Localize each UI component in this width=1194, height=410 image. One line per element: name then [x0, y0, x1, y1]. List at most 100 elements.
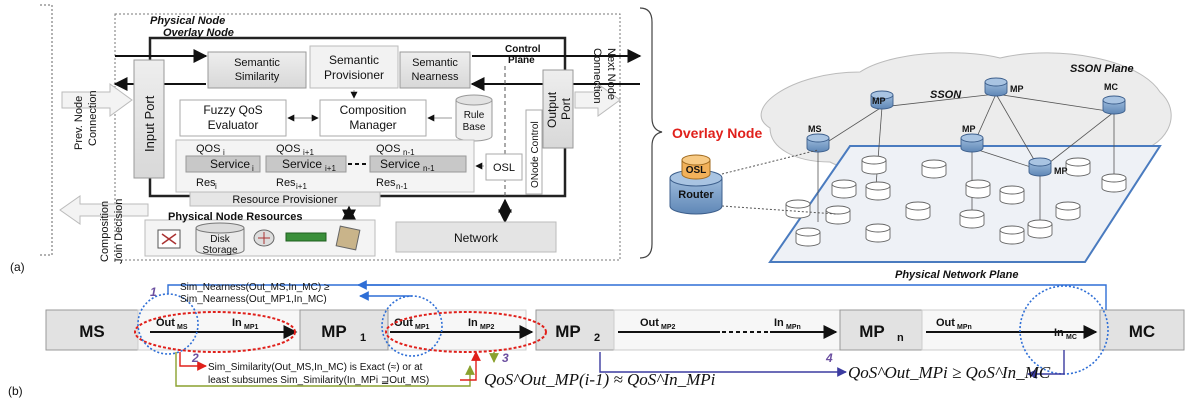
- fuzzy-qos-box: [179, 99, 287, 137]
- red-ellipse-mp1-mp2: [385, 311, 547, 353]
- service-i1-qos: QOS: [276, 143, 300, 155]
- phys-router: [1055, 201, 1081, 221]
- onode-control-box: [525, 109, 543, 195]
- callout-line-bottom: [721, 205, 837, 215]
- phys-router: [795, 227, 821, 247]
- node-label-mc: MC: [1104, 82, 1118, 92]
- label-b: (b): [8, 384, 23, 398]
- similarity-line-green: [175, 352, 475, 387]
- qos4-line-a: [599, 352, 847, 377]
- node-label-mp-4: MP: [1054, 166, 1068, 176]
- mp2-sub: 2: [594, 332, 600, 344]
- ms-label: MS: [79, 322, 105, 341]
- semantic-nearness-l1: Semantic: [412, 57, 458, 69]
- osl-label: OSL: [493, 162, 515, 174]
- phys-router: [1101, 173, 1127, 193]
- overlay-node-mp-4: [1028, 157, 1052, 177]
- network-panel: SSON Plane SSON Physical Network Plane: [669, 52, 1172, 281]
- similarity-line-red-b: [460, 351, 481, 381]
- service-i1-res: Res: [276, 177, 296, 189]
- semantic-provisioner-box: [309, 45, 399, 89]
- rule-base-l1: Rule: [464, 110, 485, 121]
- segment-mpn-mc: [921, 309, 1101, 351]
- phys-router: [965, 179, 991, 199]
- osl-box: [485, 153, 523, 181]
- similarity-line1: Sim_Similarity(Out_MS,In_MC) is Exact (≈…: [208, 362, 423, 373]
- phys-router: [831, 179, 857, 199]
- composition-manager-l2: Manager: [349, 118, 396, 132]
- mpn-sub: n: [897, 332, 904, 344]
- step-3: 3: [502, 351, 509, 365]
- mc-box: [1099, 309, 1185, 351]
- node-label-mp-2: MP: [1010, 84, 1024, 94]
- service-i-res-sub: i: [215, 182, 217, 191]
- router-icon-mark: [258, 232, 270, 244]
- overlay-node-mp-1: [870, 90, 894, 110]
- out-mp1: Out: [394, 317, 413, 329]
- service-i1-name: Service: [282, 157, 322, 171]
- step-1: 1: [150, 285, 157, 299]
- resource-provisioner-box: [189, 191, 381, 207]
- out-ms: Out: [156, 317, 175, 329]
- out-mpn-sub: MPn: [957, 324, 972, 331]
- semantic-provisioner-l1: Semantic: [329, 53, 379, 67]
- phys-router: [865, 223, 891, 243]
- overlay-node-ms: [806, 133, 830, 153]
- phys-router: [905, 201, 931, 221]
- nearness-line: [167, 284, 1107, 310]
- fuzzy-qos-l2: Evaluator: [208, 118, 259, 132]
- similarity-line-red-a: [179, 352, 207, 371]
- physical-resources-title: Physical Node Resources: [168, 211, 303, 223]
- semantic-nearness-box: [399, 51, 471, 89]
- sson-plane-label: SSON Plane: [1070, 63, 1134, 75]
- in-mc: In: [1054, 327, 1064, 339]
- red-ellipse-ms-mp1: [134, 311, 296, 353]
- service-n1-name: Service: [380, 157, 420, 171]
- cpu-icon-mark: [161, 233, 177, 245]
- node-label-ms: MS: [808, 124, 822, 134]
- out-mp2-sub: MP2: [661, 324, 676, 331]
- control-plane-l1: Control: [505, 44, 541, 55]
- output-port-l1: Output: [545, 91, 559, 128]
- mp1-label: MP: [321, 322, 347, 341]
- in-mc-sub: MC: [1066, 334, 1077, 341]
- semantic-similarity-box: [207, 51, 307, 89]
- segment-mp2-mpn: [613, 309, 841, 351]
- out-mp2: Out: [640, 317, 659, 329]
- in-mp1-sub: MP1: [244, 324, 259, 331]
- part-a: (a) Physical Node Overlay Node Semantic …: [10, 4, 663, 274]
- input-port-box: [133, 59, 165, 179]
- service-i-qos-sub: i: [223, 148, 225, 157]
- qos3-formula: QoS^Out_MP(i-1) ≈ QoS^In_MPi: [484, 370, 716, 389]
- prev-node-arrow: [61, 83, 133, 117]
- node-label-mp-3: MP: [962, 124, 976, 134]
- physical-node-box: [114, 13, 621, 261]
- semantic-nearness-l2: Nearness: [411, 71, 459, 83]
- overlay-node-mc: [1102, 95, 1126, 115]
- similarity-line2: least subsumes Sim_Similarity(In_MPi ⊒Ou…: [208, 375, 429, 386]
- service-i1-res-sub: i+1: [296, 182, 307, 191]
- service-i-name: Service: [210, 157, 250, 171]
- mpn-label: MP: [859, 322, 885, 341]
- physical-routers: [785, 155, 1127, 247]
- sson-label: SSON: [930, 89, 962, 101]
- label-a: (a): [10, 260, 25, 274]
- phys-router: [1027, 219, 1053, 239]
- mp1-box: [299, 309, 389, 351]
- nearness-line2: Sim_Nearness(Out_MP1,In_MC): [180, 294, 327, 305]
- mp2-box: [535, 309, 615, 351]
- right-brace: [639, 7, 663, 259]
- service-n1-qos: QOS: [376, 143, 400, 155]
- phys-router: [921, 159, 947, 179]
- service-i-qos: QOS: [196, 143, 220, 155]
- next-node-l2: Connection: [591, 48, 603, 104]
- disk-l2: Storage: [202, 245, 237, 256]
- service-i-res: Res: [196, 177, 216, 189]
- join-decision-arrow: [59, 195, 149, 225]
- disk-icon: Disk Storage: [195, 222, 245, 256]
- service-n1-res-sub: n-1: [396, 182, 408, 191]
- phys-router: [785, 199, 811, 219]
- overlay-icon-osl: OSL: [686, 165, 707, 176]
- semantic-provisioner-l2: Provisioner: [324, 68, 384, 82]
- service-i-name-sub: i: [252, 164, 254, 173]
